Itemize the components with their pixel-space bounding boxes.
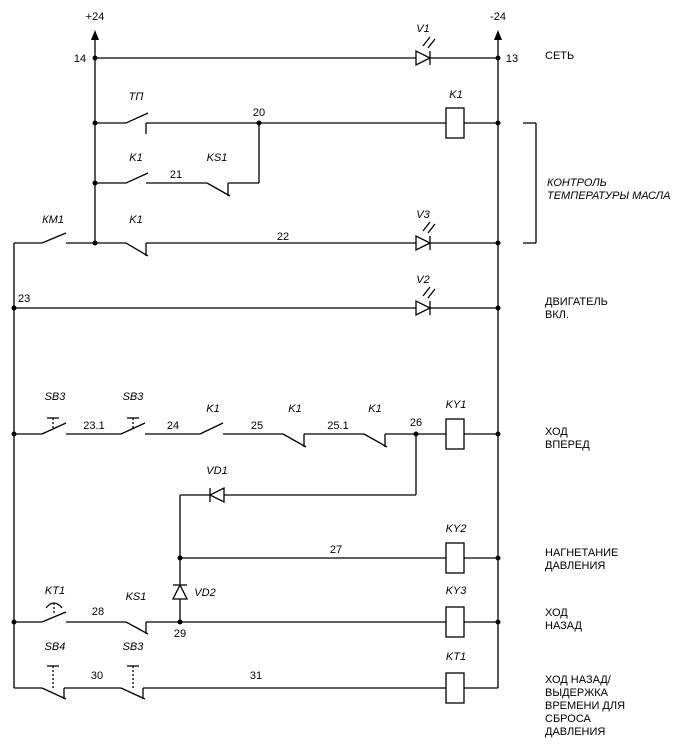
wire-13-label: 13	[506, 53, 518, 65]
wire-25-label: 25	[251, 420, 263, 432]
button-sb3-a-label: SB3	[45, 391, 67, 403]
coil-kt1-label: KT1	[446, 651, 466, 663]
wire-24-label: 24	[167, 420, 179, 432]
coil-ky3-label: KY3	[446, 585, 468, 597]
wire-22-label: 22	[277, 231, 289, 243]
desc-oil-1: КОНТРОЛЬ	[547, 177, 607, 189]
wire-25-1-label: 25.1	[327, 420, 348, 432]
desc-set: СЕТЬ	[545, 50, 574, 62]
contact-ks1-a-label: KS1	[207, 152, 228, 164]
diode-vd1-label: VD1	[206, 465, 227, 477]
diode-vd2-label: VD2	[194, 587, 215, 599]
row-hold	[14, 665, 498, 704]
rail-plus-label: +24	[86, 11, 105, 23]
contact-k1-e-label: K1	[368, 403, 381, 415]
coil-k1-label: K1	[449, 89, 462, 101]
timer-kt1-contact-label: KT1	[45, 585, 65, 597]
contact-k1-a-label: K1	[129, 152, 142, 164]
oil-bracket	[523, 122, 537, 244]
wire-20-label: 20	[253, 107, 265, 119]
row-forward	[11, 417, 501, 450]
contact-k1-c-label: K1	[206, 403, 219, 415]
row-k1-ks1	[92, 123, 260, 197]
wire-23-1-label: 23.1	[83, 420, 104, 432]
wire-30-label: 30	[91, 670, 103, 682]
coil-ky1-label: KY1	[446, 399, 467, 411]
row-pressure	[180, 542, 501, 574]
wire-29-label: 29	[174, 628, 186, 640]
desc-back-1: ХОД	[545, 607, 568, 619]
row-backward	[11, 602, 501, 638]
led-v2-label: V2	[416, 274, 429, 286]
diode-network	[171, 434, 417, 625]
contact-tp-label: ТП	[129, 91, 144, 103]
contact-ks1-b-label: KS1	[126, 591, 147, 603]
desc-oil-2: ТЕМПЕРАТУРЫ МАСЛА	[547, 190, 670, 202]
desc-rel-2: ВЫДЕРЖКА	[545, 687, 609, 699]
wire-23-label: 23	[18, 293, 30, 305]
desc-motor-2: ВКЛ.	[545, 309, 569, 321]
wire-27-label: 27	[330, 544, 342, 556]
button-sb4-label: SB4	[45, 641, 66, 653]
coil-ky2-label: KY2	[446, 523, 467, 535]
wire-28-label: 28	[92, 606, 104, 618]
wire-21-label: 21	[170, 169, 182, 181]
row-set	[92, 36, 501, 67]
row-km1	[14, 221, 501, 257]
desc-press-1: НАГНЕТАНИЕ	[545, 547, 618, 559]
desc-rel-5: ДАВЛЕНИЯ	[545, 726, 605, 738]
wire-14-label: 14	[74, 53, 86, 65]
desc-motor-1: ДВИГАТЕЛЬ	[545, 296, 608, 308]
contact-km1-label: КМ1	[42, 214, 64, 226]
power-rails	[13, 30, 502, 688]
desc-rel-1: ХОД НАЗАД/	[545, 674, 612, 686]
desc-press-2: ДАВЛЕНИЯ	[545, 560, 605, 572]
desc-fwd-2: ВПЕРЕД	[545, 439, 590, 451]
contact-k1-b-label: K1	[129, 214, 142, 226]
row-motor	[11, 286, 501, 317]
row-tp	[92, 107, 501, 139]
desc-fwd-1: ХОД	[545, 426, 568, 438]
rail-minus-label: -24	[490, 11, 506, 23]
wire-31-label: 31	[250, 670, 262, 682]
button-sb3-c-label: SB3	[123, 641, 145, 653]
contact-k1-d-label: K1	[288, 403, 301, 415]
desc-rel-3: ВРЕМЕНИ ДЛЯ	[545, 700, 625, 712]
led-v1-label: V1	[416, 23, 429, 35]
desc-back-2: НАЗАД	[545, 620, 583, 632]
led-v3-label: V3	[416, 209, 430, 221]
desc-rel-4: СБРОСА	[545, 713, 592, 725]
wire-26-label: 26	[410, 417, 422, 429]
button-sb3-b-label: SB3	[123, 391, 145, 403]
